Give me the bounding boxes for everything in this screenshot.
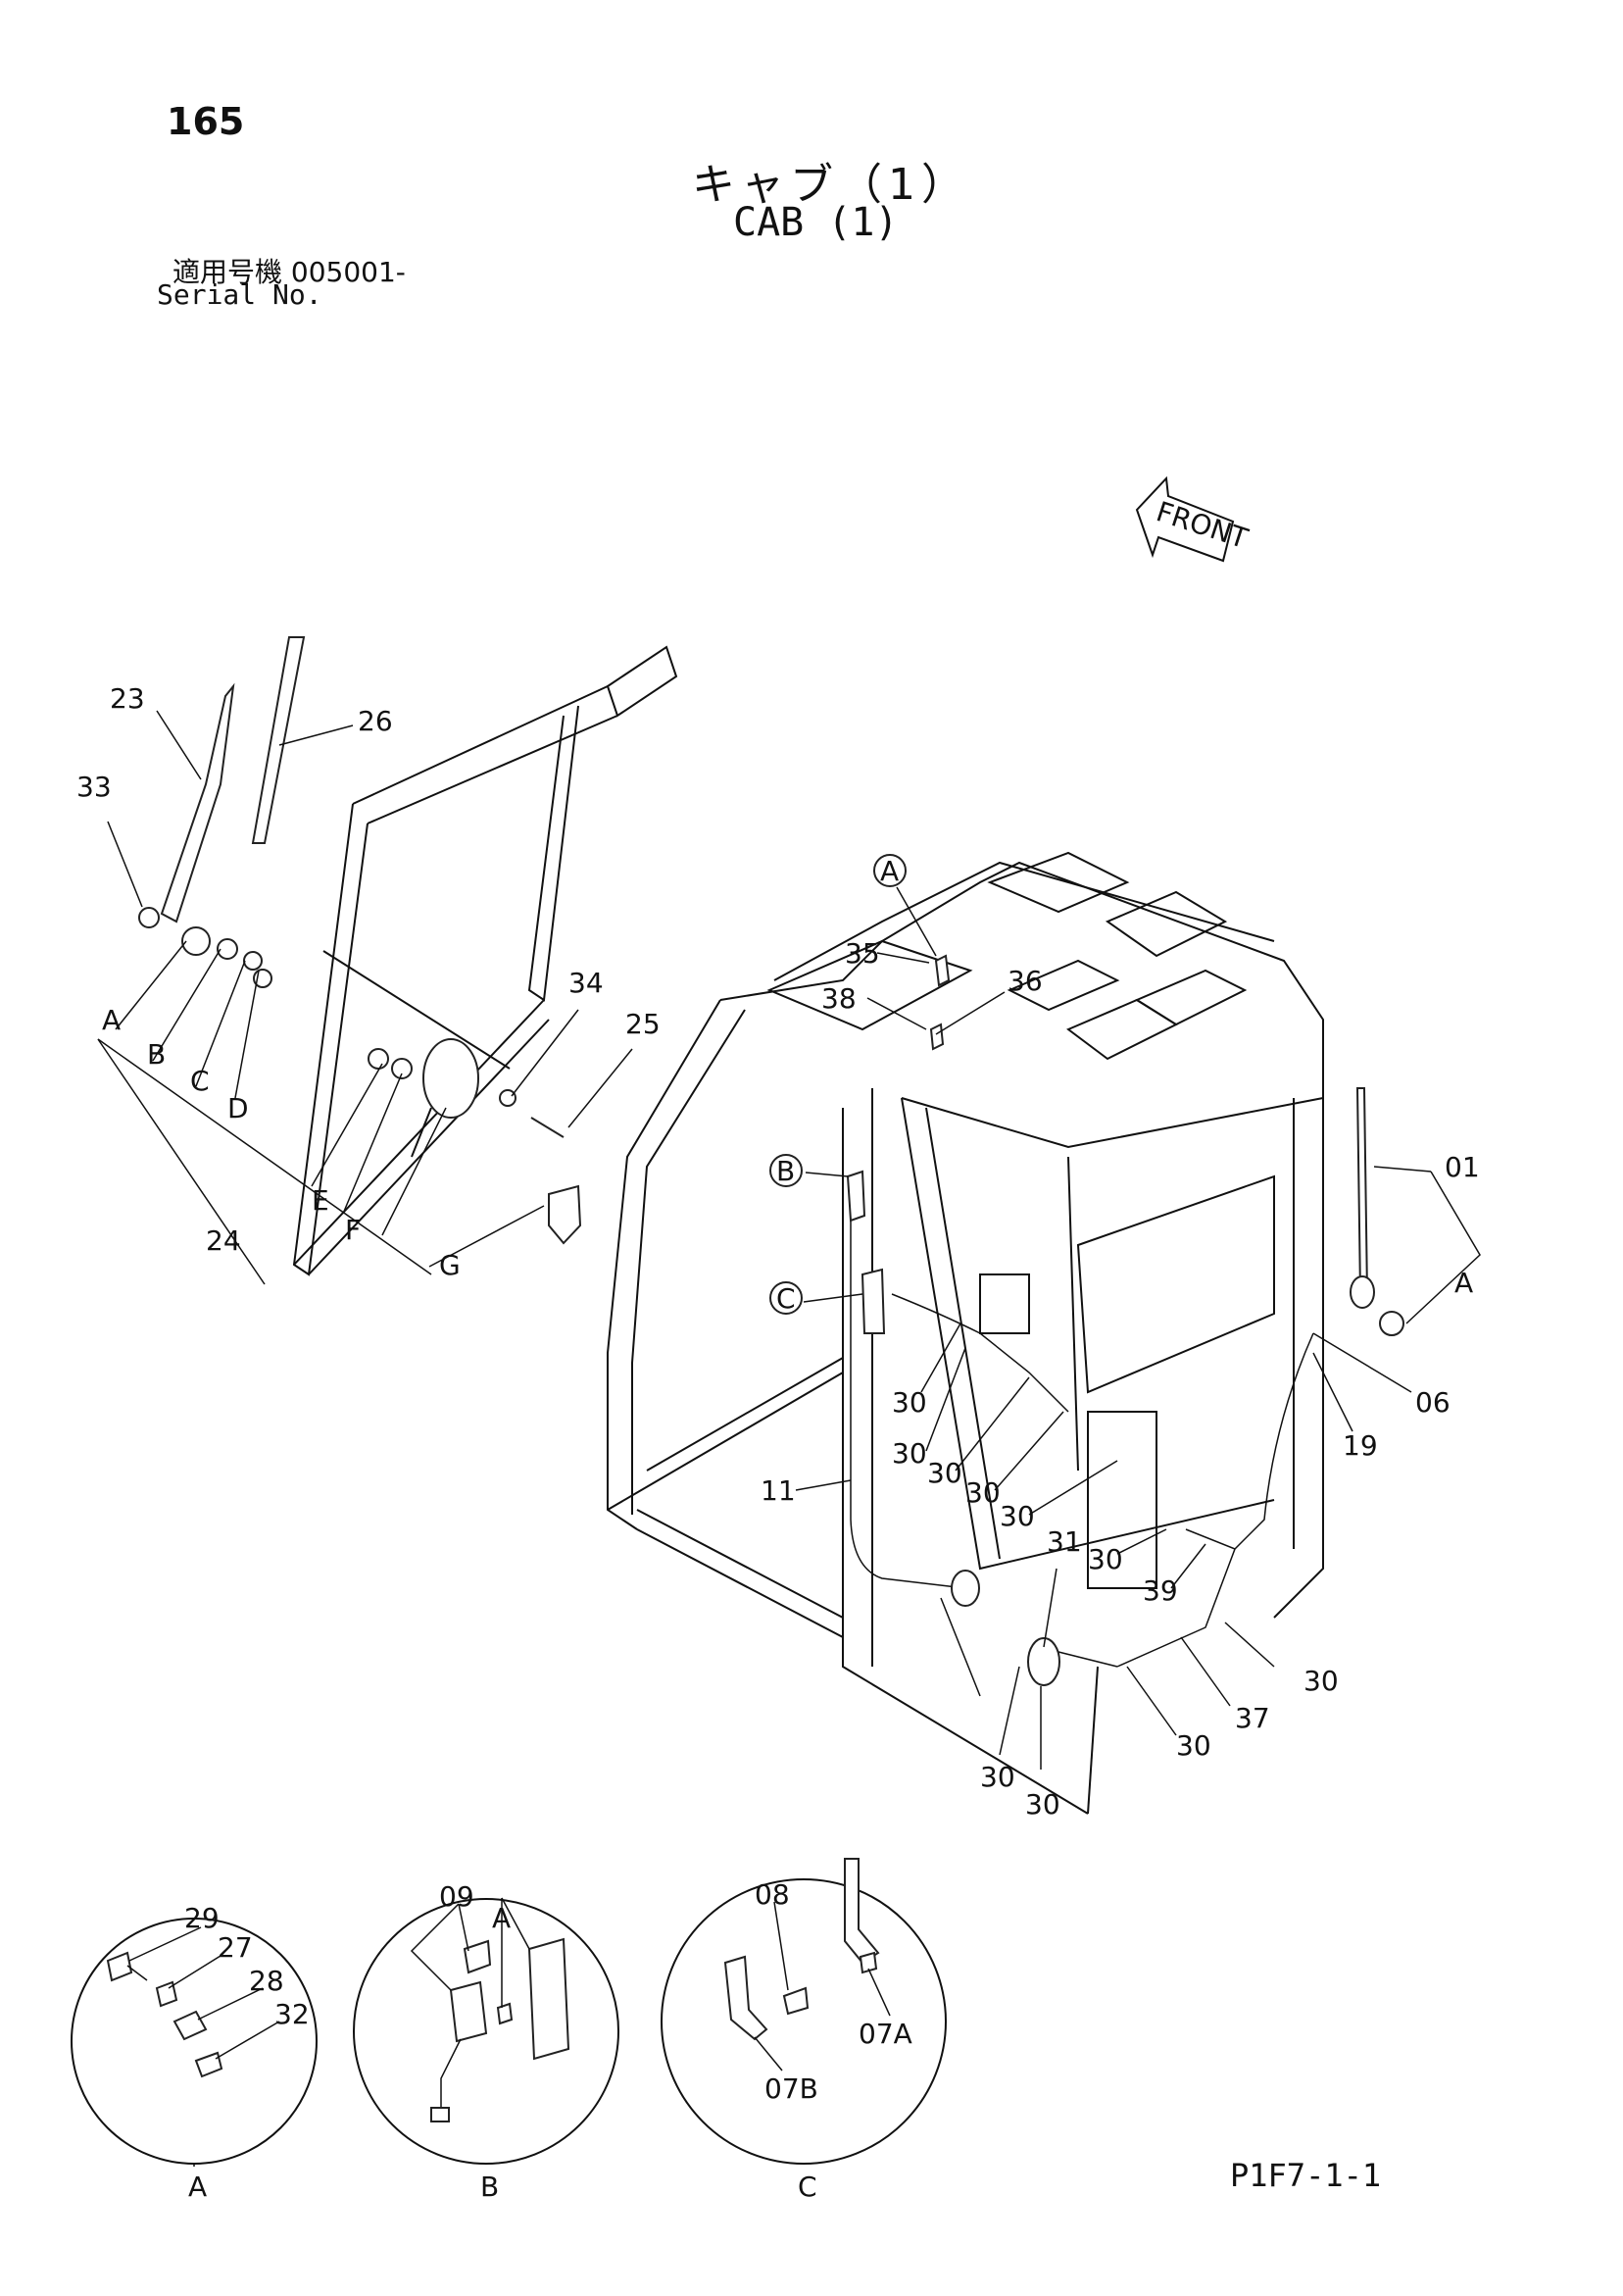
callout-30-g: 30 <box>1303 1665 1339 1697</box>
detail-A-part-27: 27 <box>218 1931 253 1964</box>
callout-30-j: 30 <box>1025 1788 1060 1821</box>
front-arrow-icon: FRONT <box>1135 475 1253 563</box>
callout-39: 39 <box>1143 1574 1178 1607</box>
callout-G: G <box>439 1249 461 1281</box>
callout-25: 25 <box>625 1008 661 1040</box>
detail-C-part-08: 08 <box>755 1878 790 1911</box>
wiper-motor <box>422 1038 479 1119</box>
wiper-assembly <box>97 636 678 1285</box>
callout-19: 19 <box>1343 1429 1378 1462</box>
callout-01: 01 <box>1445 1151 1480 1183</box>
antenna <box>1355 1087 1369 1295</box>
callout-F: F <box>345 1214 361 1246</box>
detail-A-part-28: 28 <box>249 1965 284 1997</box>
bolt <box>530 1117 565 1138</box>
callout-30-b: 30 <box>892 1437 927 1470</box>
callout-24: 24 <box>206 1224 241 1257</box>
detail-C-part-07B: 07B <box>764 2072 818 2105</box>
detail-B-label: B <box>480 2171 499 2203</box>
detail-B-part-09: 09 <box>439 1880 474 1913</box>
detail-B-part-A: A <box>492 1902 511 1934</box>
callout-30-f: 30 <box>1088 1543 1123 1575</box>
callout-30-a: 30 <box>892 1386 927 1419</box>
callout-35: 35 <box>845 937 880 970</box>
callout-31: 31 <box>1047 1525 1082 1558</box>
svg-text:A: A <box>880 855 899 887</box>
callout-A2: A <box>1454 1267 1473 1299</box>
callout-30-i: 30 <box>980 1761 1015 1793</box>
front-arrow-label: FRONT <box>1153 495 1253 555</box>
callout-B: B <box>147 1038 166 1071</box>
callout-30-h: 30 <box>1176 1729 1211 1762</box>
circle-callout-B: B <box>769 1154 803 1187</box>
callout-36: 36 <box>1008 965 1043 997</box>
callout-30-e: 30 <box>1000 1500 1035 1532</box>
callout-30-d: 30 <box>965 1476 1001 1509</box>
cab-structure <box>607 851 1481 1815</box>
serial-label-jp: 適用号機 005001- <box>172 256 406 288</box>
detail-circle-B: 09 A B <box>353 1880 619 2203</box>
callout-06: 06 <box>1415 1386 1451 1419</box>
page-title-en: CAB (1) <box>733 200 899 245</box>
svg-text:C: C <box>776 1282 796 1315</box>
detail-C-label: C <box>798 2171 817 2203</box>
callout-11: 11 <box>761 1474 796 1507</box>
wiper-cover <box>548 1184 582 1245</box>
circle-callout-A: A <box>873 854 907 887</box>
circle-callout-C: C <box>769 1281 803 1315</box>
callout-A: A <box>102 1004 121 1036</box>
callout-C: C <box>190 1065 210 1097</box>
detail-circle-A: 29 27 28 32 A <box>71 1902 318 2203</box>
callout-34: 34 <box>568 967 604 999</box>
callout-33: 33 <box>76 771 112 803</box>
detail-circle-C: 08 07B 07A C <box>661 1858 947 2203</box>
page-number: 165 <box>167 100 245 143</box>
wiper-arm <box>160 682 235 923</box>
page-code: P1F7-1-1 <box>1230 2157 1382 2194</box>
callout-D: D <box>227 1092 249 1124</box>
serial-label-en: Serial No. <box>157 278 322 311</box>
svg-text:B: B <box>776 1155 795 1187</box>
callout-26: 26 <box>358 705 393 737</box>
detail-A-part-32: 32 <box>274 1998 310 2030</box>
page-title-jp: キャブ（1） <box>692 160 970 210</box>
callout-30-c: 30 <box>927 1457 962 1489</box>
detail-A-label: A <box>188 2171 207 2203</box>
callout-37: 37 <box>1235 1702 1270 1734</box>
detail-A-part-29: 29 <box>184 1902 220 1934</box>
callout-23: 23 <box>110 682 145 715</box>
callout-E: E <box>312 1184 329 1217</box>
wiper-blade <box>251 636 306 844</box>
callout-38: 38 <box>821 982 857 1015</box>
detail-C-part-07A: 07A <box>859 2018 912 2050</box>
